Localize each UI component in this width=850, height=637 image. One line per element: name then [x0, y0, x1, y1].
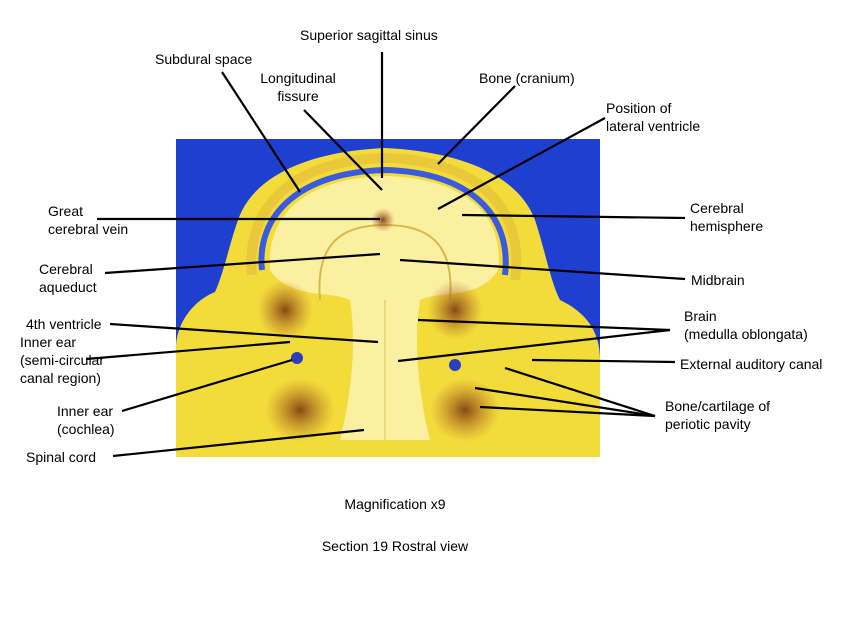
- label-midbrain: Midbrain: [691, 272, 745, 288]
- label-spinal-cord: Spinal cord: [26, 449, 97, 465]
- leader-cerebral-hemisphere: [461, 213, 686, 220]
- leader-lines: [85, 52, 686, 458]
- label-great-cerebral-vein: Great cerebral vein: [48, 203, 129, 237]
- leader-medulla-upper: [417, 318, 671, 332]
- label-external-auditory-canal: External auditory canal: [680, 356, 823, 372]
- brown-right-lower: [430, 378, 500, 442]
- subdural-blue: [258, 166, 509, 276]
- leader-inner-ear-cochlea: [121, 358, 293, 413]
- label-bone-cranium: Bone (cranium): [479, 70, 575, 86]
- label-brain-medulla: Brain (medulla oblongata): [684, 308, 808, 342]
- inner-ear-right-spot: [449, 359, 461, 371]
- leader-external-auditory-canal: [531, 358, 676, 364]
- label-inner-ear-semicircular: Inner ear (semi-circular canal region): [20, 334, 104, 386]
- label-inner-ear-cochlea: Inner ear (cochlea): [57, 403, 115, 437]
- leader-midbrain: [399, 258, 686, 281]
- label-subdural-space: Subdural space: [155, 51, 253, 67]
- brown-right-upper: [427, 280, 483, 340]
- leader-spinal-cord: [112, 428, 365, 458]
- label-superior-sagittal-sinus: Superior sagittal sinus: [300, 27, 438, 43]
- leader-bone-cranium: [437, 85, 516, 165]
- leader-subdural-space: [221, 71, 301, 193]
- label-longitudinal-fissure: Longitudinal fissure: [260, 70, 336, 104]
- brain-region: [269, 176, 499, 440]
- brown-center: [371, 208, 395, 232]
- inner-ear-spot: [291, 352, 303, 364]
- leader-inner-ear-semicircular: [85, 340, 291, 361]
- leader-cerebral-aqueduct: [104, 252, 381, 275]
- leader-periotic-1: [504, 366, 656, 418]
- leader-lateral-ventricle: [437, 117, 606, 210]
- leader-periotic-3: [479, 405, 656, 418]
- label-position-lateral-ventricle: Position of lateral ventricle: [606, 100, 701, 134]
- leader-fourth-ventricle: [109, 322, 379, 344]
- label-cerebral-aqueduct: Cerebral aqueduct: [39, 261, 97, 295]
- brown-left-lower: [265, 378, 335, 442]
- caption-section: Section 19 Rostral view: [321, 538, 469, 554]
- brown-left-upper: [257, 280, 313, 340]
- label-cerebral-hemisphere: Cerebral hemisphere: [690, 200, 764, 234]
- caption-magnification: Magnification x9: [344, 496, 446, 512]
- label-fourth-ventricle: 4th ventricle: [26, 316, 102, 332]
- leader-medulla-lower: [397, 328, 671, 363]
- leader-longitudinal-fissure: [303, 109, 383, 191]
- label-bone-cartilage-periotic: Bone/cartilage of periotic pavity: [665, 398, 771, 432]
- leader-periotic-2: [474, 386, 656, 418]
